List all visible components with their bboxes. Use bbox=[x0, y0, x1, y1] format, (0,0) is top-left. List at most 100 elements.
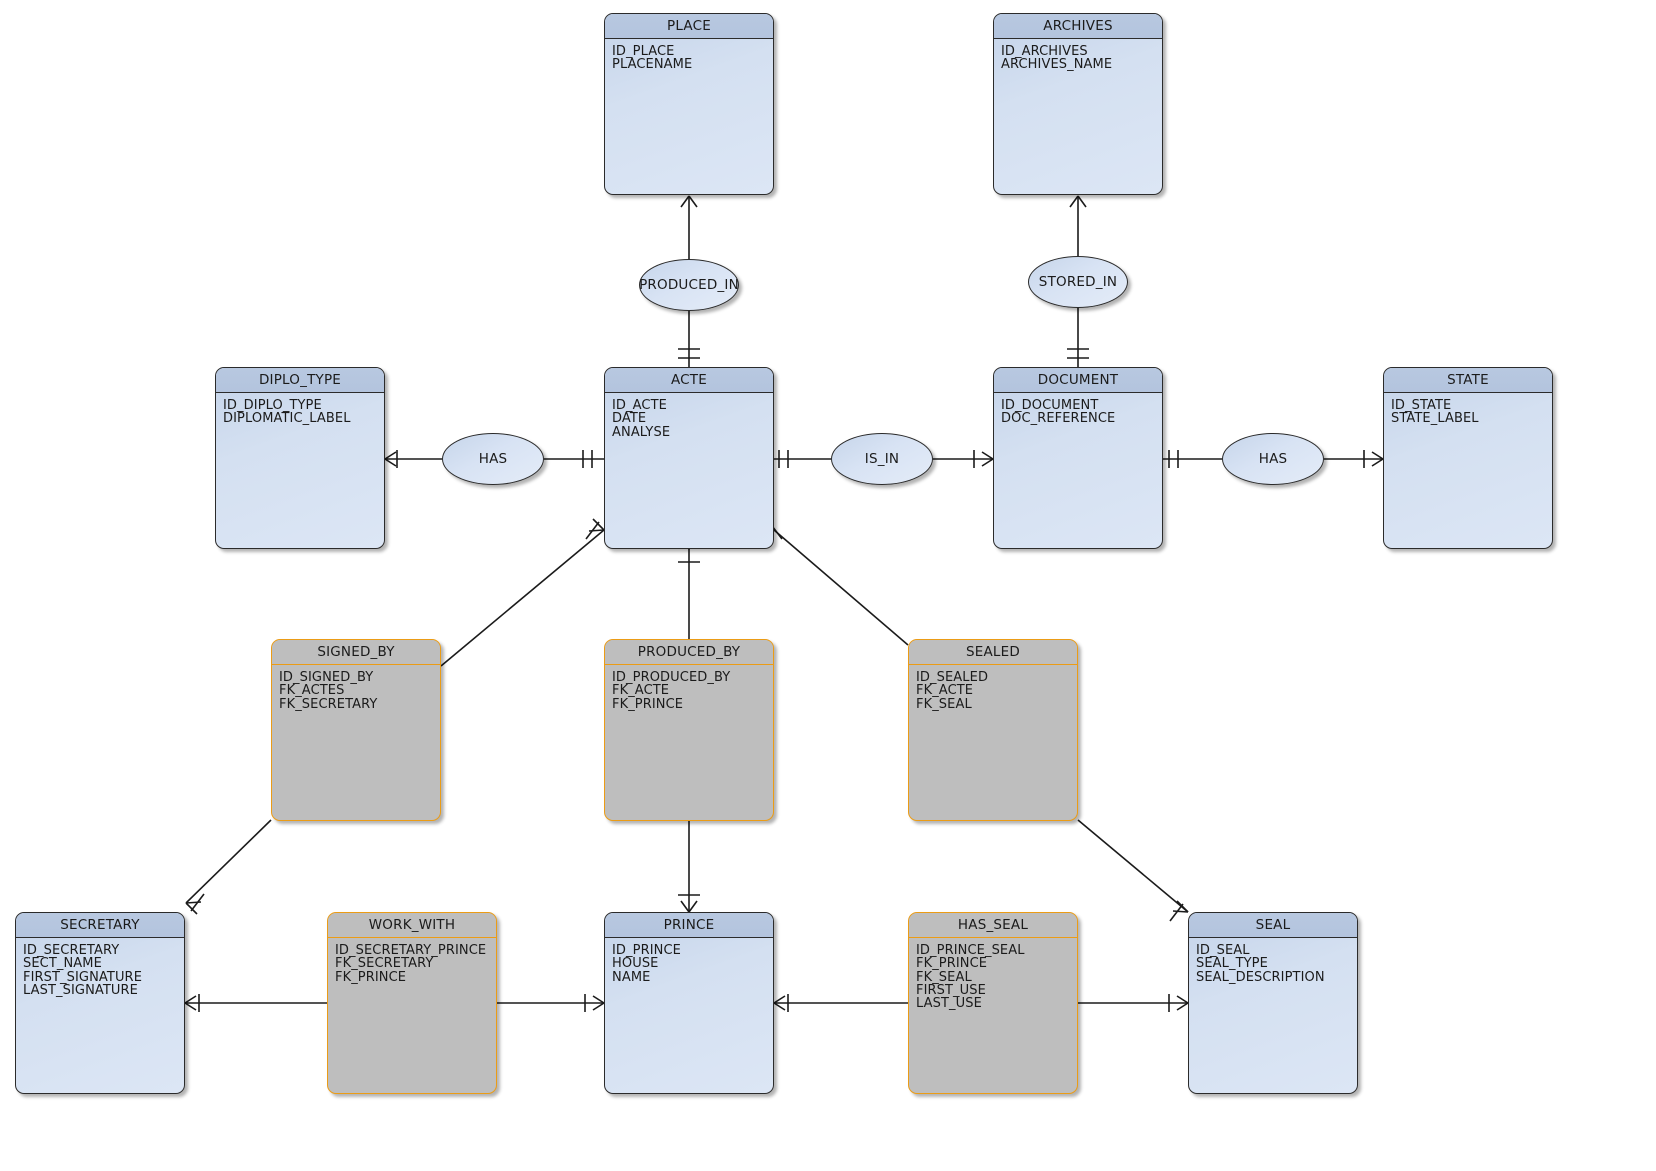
oneone-acte-left bbox=[582, 450, 593, 468]
attribute: ID_SEAL bbox=[1196, 943, 1250, 958]
attribute: ANALYSE bbox=[612, 424, 671, 440]
attribute: LAST_SIGNATURE bbox=[23, 982, 138, 998]
crowfoot-document-left bbox=[981, 451, 994, 467]
entity-title-acte: ACTE bbox=[605, 368, 773, 393]
edge-acte-sealed bbox=[773, 529, 909, 646]
crowfoot-secretary-topright bbox=[185, 893, 205, 915]
entity-title-diplo_type: DIPLO_TYPE bbox=[216, 368, 384, 393]
entity-title-work_with: WORK_WITH bbox=[328, 913, 496, 938]
attribute: ID_STATE bbox=[1391, 398, 1452, 413]
oneone-document-top bbox=[1067, 348, 1089, 359]
crowfoot-seal-topleft bbox=[1169, 900, 1189, 922]
crowfoot-diplo_type bbox=[384, 451, 397, 467]
attribute: LAST_USE bbox=[916, 996, 982, 1012]
attribute: DOC_REFERENCE bbox=[1001, 411, 1116, 427]
attribute: NAME bbox=[612, 969, 651, 985]
attribute: ID_ARCHIVES bbox=[1001, 44, 1088, 59]
attribute: FK_SECRETARY bbox=[279, 696, 378, 712]
relationship-has_diplo[interactable]: HAS bbox=[442, 433, 544, 485]
crowfoot-seal-left bbox=[1176, 995, 1189, 1011]
attribute: ID_SECRETARY_PRINCE bbox=[335, 943, 487, 958]
entity-title-produced_by: PRODUCED_BY bbox=[605, 640, 773, 665]
attribute: FK_PRINCE bbox=[916, 956, 988, 972]
attribute: FK_SEAL bbox=[916, 969, 972, 985]
edge-signed_by-secretary bbox=[185, 819, 272, 904]
entity-title-archives: ARCHIVES bbox=[994, 14, 1162, 39]
attribute: DIPLOMATIC_LABEL bbox=[223, 411, 351, 427]
attribute: FIRST_USE bbox=[916, 982, 986, 998]
entity-title-signed_by: SIGNED_BY bbox=[272, 640, 440, 665]
crowfoot-acte-bottomleft bbox=[585, 518, 605, 540]
attribute: ID_PRINCE_SEAL bbox=[916, 943, 1025, 958]
edge-acte-signed_by bbox=[440, 529, 605, 667]
relationship-produced_in[interactable]: PRODUCED_IN bbox=[639, 259, 739, 311]
attribute: ID_PLACE bbox=[612, 44, 675, 59]
crowfoot-archives bbox=[1069, 195, 1087, 208]
relationship-label: HAS bbox=[1258, 451, 1288, 467]
attribute: HOUSE bbox=[612, 956, 659, 972]
entity-title-has_seal: HAS_SEAL bbox=[909, 913, 1077, 938]
attribute: FK_PRINCE bbox=[612, 696, 684, 712]
relationship-stored_in[interactable]: STORED_IN bbox=[1028, 256, 1128, 308]
attribute: SEAL_TYPE bbox=[1196, 956, 1268, 972]
attribute: PLACENAME bbox=[612, 57, 693, 73]
entity-title-document: DOCUMENT bbox=[994, 368, 1162, 393]
attribute: ID_DIPLO_TYPE bbox=[223, 398, 322, 413]
attribute: ARCHIVES_NAME bbox=[1001, 57, 1113, 73]
edge-sealed-seal bbox=[1077, 819, 1189, 913]
attribute: FK_ACTE bbox=[916, 683, 974, 699]
relationship-label: IS_IN bbox=[864, 451, 900, 467]
oneone-document-right bbox=[1168, 450, 1179, 468]
crowfoot-prince-left bbox=[592, 995, 605, 1011]
crowfoot-prince-right bbox=[773, 995, 786, 1011]
entity-title-place: PLACE bbox=[605, 14, 773, 39]
attribute: ID_SECRETARY bbox=[23, 943, 120, 958]
oneone-acte-right bbox=[778, 450, 789, 468]
entity-title-seal: SEAL bbox=[1189, 913, 1357, 938]
entity-title-prince: PRINCE bbox=[605, 913, 773, 938]
crowfoot-prince-top bbox=[680, 900, 698, 913]
attribute: FK_ACTE bbox=[612, 683, 670, 699]
relationship-has_state[interactable]: HAS bbox=[1222, 433, 1324, 485]
attribute: SECT_NAME bbox=[23, 956, 102, 972]
attribute: STATE_LABEL bbox=[1391, 411, 1479, 427]
attribute: ID_DOCUMENT bbox=[1001, 398, 1099, 413]
attribute: FK_SEAL bbox=[916, 696, 972, 712]
entity-title-sealed: SEALED bbox=[909, 640, 1077, 665]
relationship-label: PRODUCED_IN bbox=[639, 277, 739, 293]
attribute: ID_SIGNED_BY bbox=[279, 670, 374, 685]
attribute: FK_SECRETARY bbox=[335, 956, 434, 972]
relationship-label: STORED_IN bbox=[1038, 274, 1118, 290]
attribute: DATE bbox=[612, 411, 647, 427]
relationship-is_in[interactable]: IS_IN bbox=[831, 433, 933, 485]
attribute: ID_PRINCE bbox=[612, 943, 681, 958]
